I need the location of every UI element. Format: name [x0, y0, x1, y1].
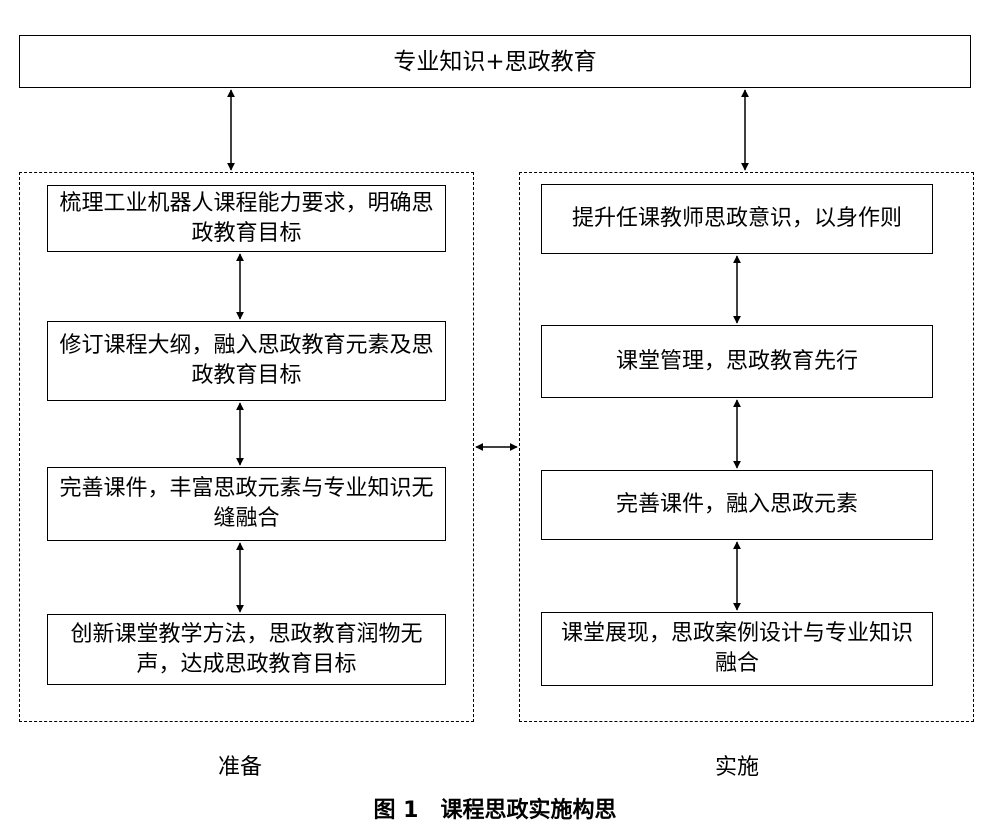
figure-caption: 图 1 课程思政实施构思 — [373, 798, 617, 823]
top-box: 专业知识+思政教育 — [19, 35, 971, 88]
left-step-4: 创新课堂教学方法，思政教育润物无声，达成思政教育目标 — [47, 614, 446, 685]
left-step-2: 修订课程大纲，融入思政教育元素及思政教育目标 — [47, 321, 446, 401]
right-step-4: 课堂展现，思政案例设计与专业知识融合 — [541, 612, 933, 686]
right-step-1: 提升任课教师思政意识，以身作则 — [541, 184, 933, 254]
right-step-3: 完善课件，融入思政元素 — [541, 470, 933, 540]
left-step-1: 梳理工业机器人课程能力要求，明确思政教育目标 — [47, 185, 446, 252]
right-group-container — [519, 172, 974, 722]
left-group-label: 准备 — [217, 755, 262, 780]
right-group-label: 实施 — [714, 755, 759, 780]
right-step-2: 课堂管理，思政教育先行 — [541, 325, 933, 398]
left-group-container — [19, 172, 474, 722]
left-step-3: 完善课件，丰富思政元素与专业知识无缝融合 — [47, 467, 446, 541]
